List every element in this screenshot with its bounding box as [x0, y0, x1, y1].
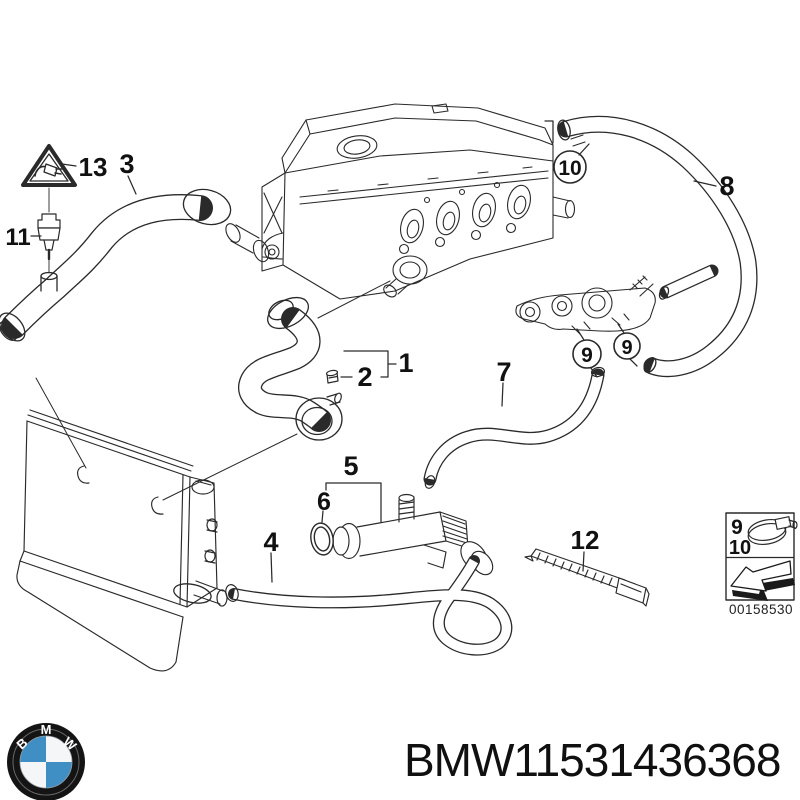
hose-8-drawing: [557, 115, 758, 378]
hose-1-drawing: [238, 296, 343, 441]
callout-8-label: 8: [719, 171, 734, 201]
callout-2-label: 2: [357, 362, 372, 392]
callout-1-label: 1: [398, 348, 413, 378]
callout-4-label: 4: [263, 527, 278, 557]
hose-3-drawing: [0, 188, 232, 604]
callout-3-label: 3: [119, 149, 134, 179]
legend-box: 9 10 00158530: [725, 512, 798, 617]
legend-clamp-large-label: 10: [729, 537, 751, 559]
strap-drawing: [524, 548, 650, 607]
callout-5-label: 5: [343, 451, 358, 481]
direction-arrow-icon: [730, 560, 795, 601]
callout-9b-label: 9: [621, 337, 632, 359]
callout-9a-label: 9: [581, 344, 593, 367]
hose-4-drawing: [225, 555, 513, 656]
legend-clamp-small-label: 9: [731, 516, 743, 539]
callout-9a-circle: [572, 339, 602, 369]
callout-11-label: 11: [5, 224, 30, 251]
callout-12-label: 12: [571, 525, 600, 555]
callout-7-label: 7: [496, 357, 511, 387]
callout-6-label: 6: [317, 488, 331, 516]
radiator-drawing: [16, 409, 228, 672]
bmw-logo-letter-m: M: [41, 722, 52, 737]
leader-lines: [30, 120, 717, 583]
brand-text: BMW: [404, 734, 514, 786]
o-ring-drawing: [310, 522, 334, 556]
footer-part-number: BMW11531436368: [404, 734, 781, 786]
callout-9b-circle: [613, 332, 641, 360]
callout-13-label: 13: [79, 152, 108, 182]
sensor-drawing: [37, 191, 61, 274]
coolant-flange-drawing: [515, 275, 656, 335]
bmw-logo: B M W: [7, 722, 85, 800]
callout-10-label: 10: [558, 157, 581, 180]
part-number-text: 11531436368: [513, 734, 781, 786]
legend-diagram-code: 00158530: [729, 602, 793, 617]
hose-clamp-icon: [747, 516, 798, 545]
callout-labels: 1 2 3 4 5 6 7 8 11 12 13 10 9 9: [5, 149, 734, 557]
warning-triangle-icon: [21, 144, 77, 187]
hose-7-drawing: [423, 366, 606, 489]
engine-drawing: [225, 103, 576, 300]
callout-10-circle: [553, 150, 587, 184]
vent-plug-drawing: [325, 369, 339, 384]
